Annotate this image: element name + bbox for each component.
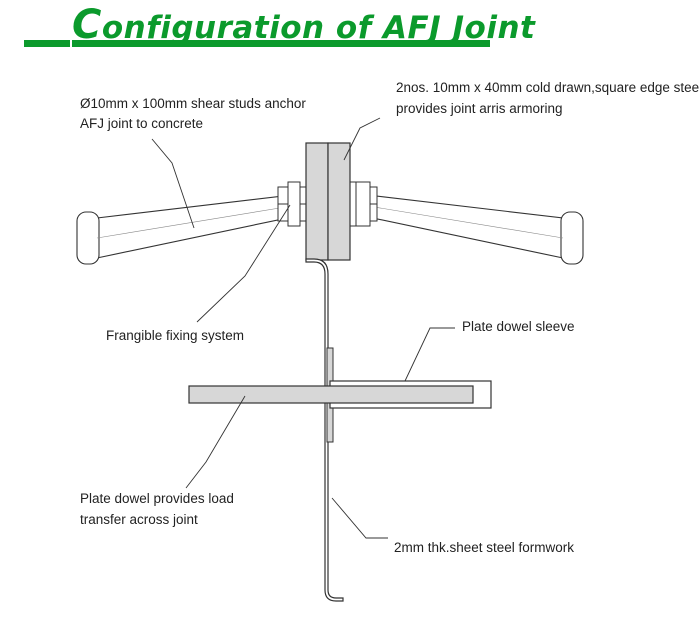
- leader-frangible: [196, 204, 291, 323]
- label-shear-studs-line1: Ø10mm x 100mm shear studs anchor: [80, 96, 306, 111]
- label-shear-studs-line2: AFJ joint to concrete: [80, 116, 203, 131]
- label-arris-line1: 2nos. 10mm x 40mm cold drawn,square edge…: [396, 80, 700, 95]
- title-underline-left: [24, 40, 70, 47]
- left-shear-stud: [76, 194, 293, 265]
- sheet-steel-formwork: [305, 258, 344, 602]
- leader-formwork: [331, 497, 388, 539]
- leader-arris: [343, 117, 381, 161]
- label-formwork: 2mm thk.sheet steel formwork: [394, 540, 574, 555]
- title-underline-right: [72, 40, 490, 47]
- leader-shear-studs: [151, 138, 195, 229]
- title-banner: Configuration of AFJ Joint: [0, 0, 700, 52]
- arris-armoring-bars: [305, 142, 351, 261]
- leader-dowel-sleeve: [404, 327, 455, 382]
- label-plate-dowel-line1: Plate dowel provides load: [80, 491, 234, 506]
- right-shear-stud: [367, 194, 584, 265]
- leader-plate-dowel: [185, 395, 246, 489]
- label-plate-dowel-line2: transfer across joint: [80, 512, 198, 527]
- label-dowel-sleeve: Plate dowel sleeve: [462, 319, 575, 334]
- label-frangible: Frangible fixing system: [106, 328, 244, 343]
- label-arris-line2: provides joint arris armoring: [396, 101, 563, 116]
- leader-lines: [151, 117, 455, 539]
- plate-dowel: [188, 385, 474, 404]
